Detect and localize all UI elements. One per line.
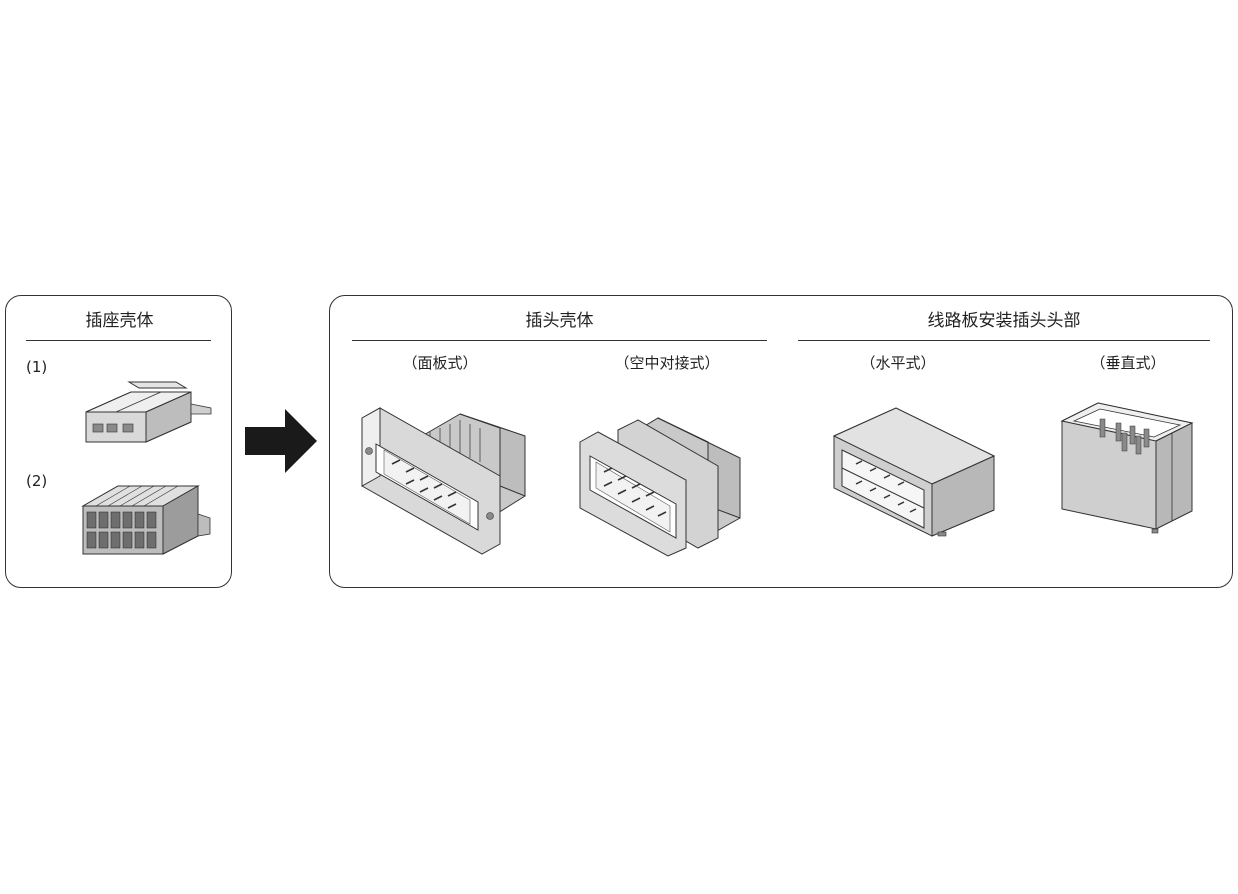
- arrow-right-icon: [245, 409, 317, 473]
- horizontal-board-header-icon: [832, 407, 996, 537]
- item-number-1: (1): [26, 358, 48, 376]
- receptacle-housing-title: 插座壳体: [85, 311, 154, 331]
- panel-mount-label: （面板式）: [402, 354, 478, 372]
- board-header-title-rule: [798, 340, 1210, 341]
- in-line-label: （空中对接式）: [614, 354, 720, 372]
- header-housing-title: 插头壳体: [525, 311, 594, 331]
- horizontal-label: （水平式）: [860, 354, 936, 372]
- item-number-2: (2): [26, 472, 48, 490]
- receptacle-housing-double-row-icon: [81, 485, 211, 555]
- panel-mount-header-icon: [361, 407, 526, 555]
- board-header-title: 线路板安装插头头部: [927, 311, 1081, 331]
- header-title-rule: [352, 340, 767, 341]
- header-housing-panel: 插头壳体 线路板安装插头头部 （面板式） （空中对接式） （水平式） （垂直式）: [329, 295, 1233, 588]
- receptacle-housing-panel: 插座壳体 (1) (2): [5, 295, 232, 588]
- vertical-label: （垂直式）: [1090, 354, 1166, 372]
- in-line-header-icon: [579, 417, 741, 557]
- receptacle-title-rule: [26, 340, 211, 341]
- receptacle-housing-single-row-icon: [85, 381, 212, 443]
- vertical-board-header-icon: [1060, 402, 1194, 534]
